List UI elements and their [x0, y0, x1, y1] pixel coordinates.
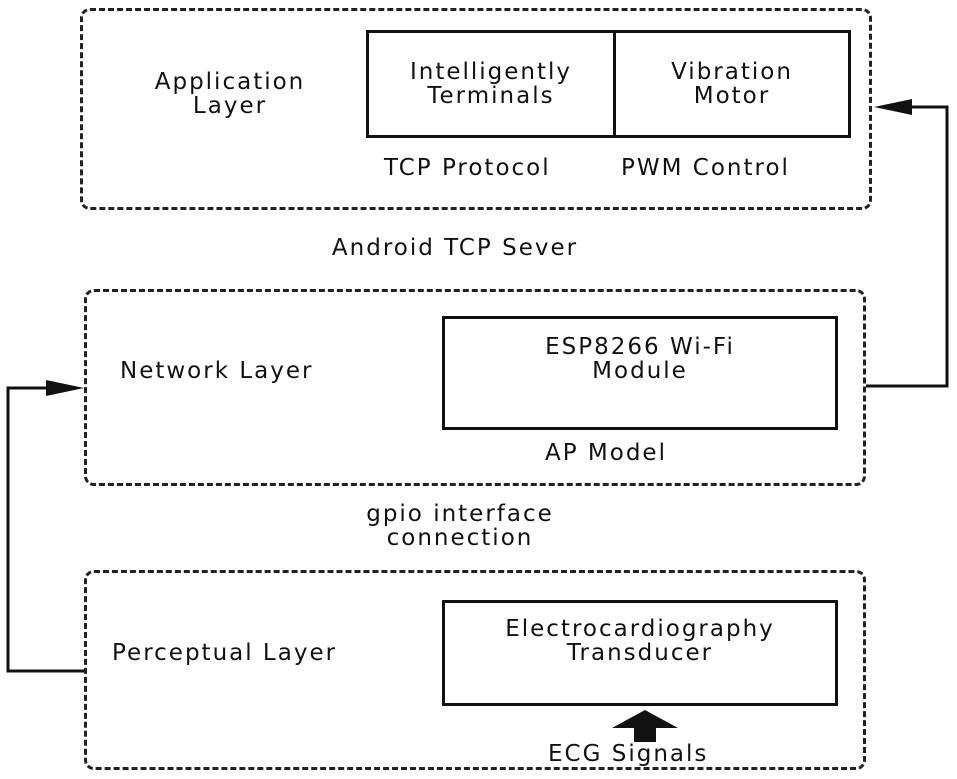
perceptual-to-network-connector: [6, 386, 84, 673]
intelligently-terminals-label: Intelligently Terminals: [409, 59, 573, 109]
tcp-protocol-label: TCP Protocol: [384, 155, 551, 181]
vibration-motor-box: Vibration Motor: [613, 30, 851, 138]
gpio-interface-label: gpio interface connection: [366, 501, 554, 551]
ecg-signal-arrow-icon: [612, 710, 678, 742]
perceptual-layer-frame: [84, 570, 866, 770]
network-to-application-connector: [866, 105, 949, 388]
network-to-application-arrowhead: [874, 99, 912, 115]
ecg-signals-label: ECG Signals: [548, 741, 709, 767]
network-layer-frame: [84, 289, 866, 486]
android-tcp-server-label: Android TCP Sever: [331, 235, 579, 261]
esp8266-wifi-module-label: ESP8266 Wi-Fi Module: [545, 334, 735, 384]
perceptual-layer-title: Perceptual Layer: [112, 640, 338, 666]
ap-model-label: AP Model: [545, 440, 667, 466]
vibration-motor-label: Vibration Motor: [671, 59, 793, 109]
esp8266-wifi-module-box: ESP8266 Wi-Fi Module: [442, 316, 838, 430]
application-layer-title: Application Layer: [154, 69, 306, 119]
electrocardiography-transducer-label: Electrocardiography Transducer: [505, 616, 775, 666]
perceptual-to-network-arrowhead: [46, 380, 84, 396]
intelligently-terminals-box: Intelligently Terminals: [366, 30, 616, 138]
application-layer-frame: [80, 8, 872, 210]
electrocardiography-transducer-box: Electrocardiography Transducer: [442, 600, 838, 706]
pwm-control-label: PWM Control: [621, 155, 790, 181]
network-layer-title: Network Layer: [120, 358, 314, 384]
